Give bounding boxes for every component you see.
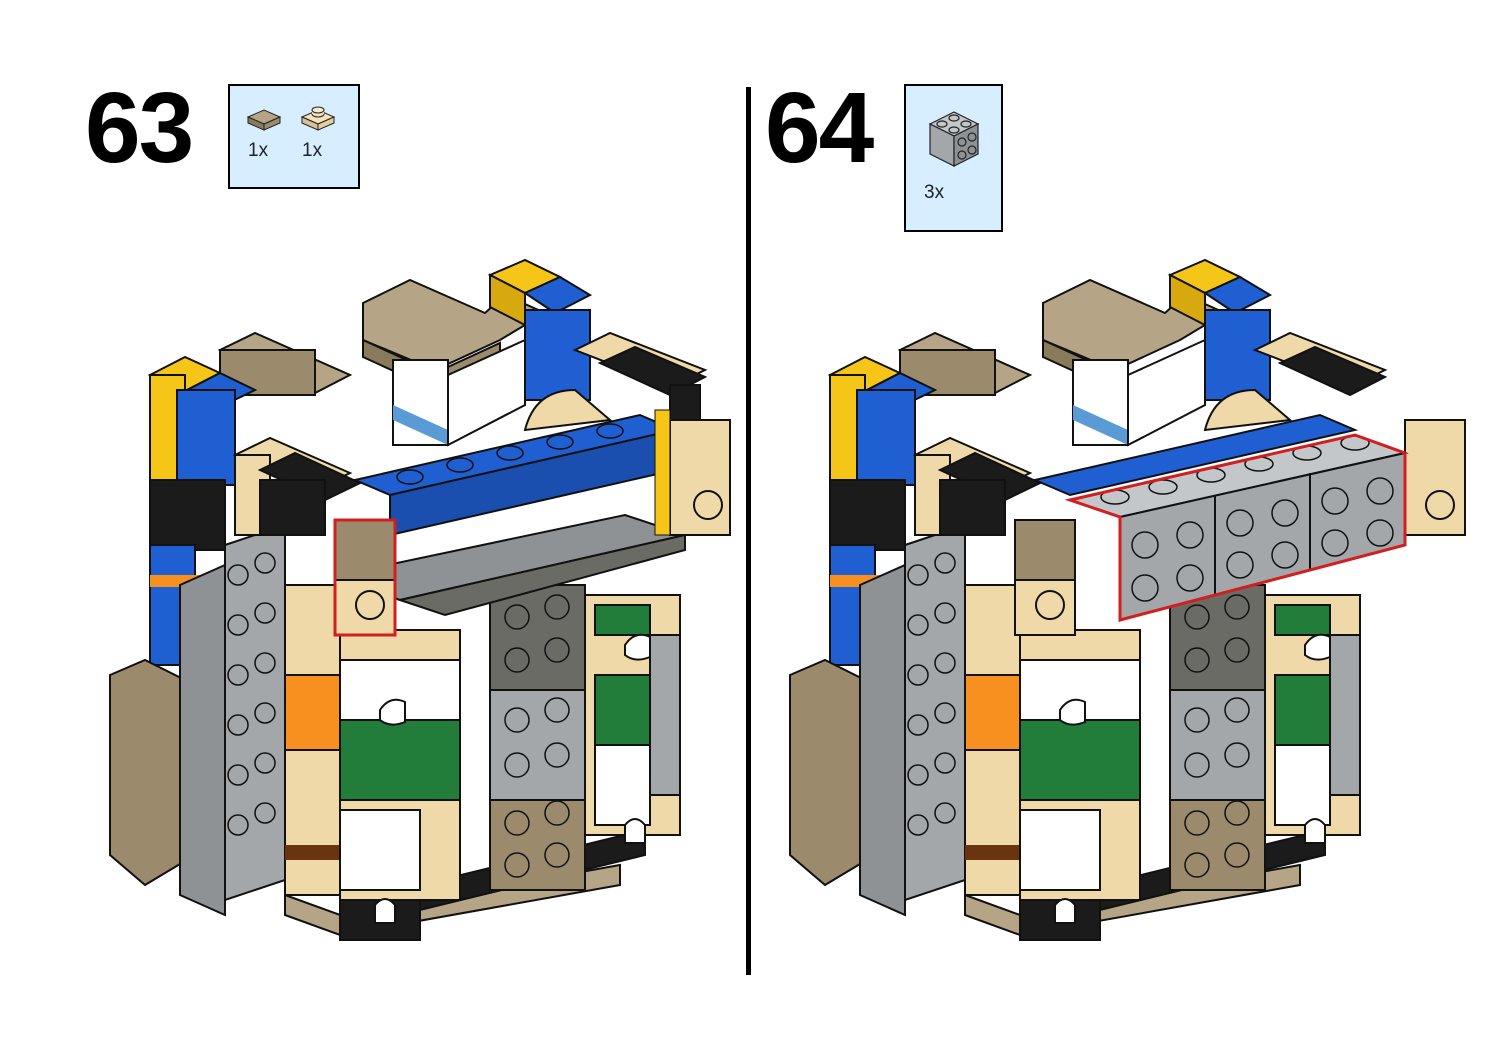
step-63-panel: 63 1x 1x [0,0,740,1061]
step-64-panel: 64 3x [760,0,1500,1061]
step-64-model-render [789,258,1466,941]
part-quantity: 1x [248,140,269,161]
step-divider [746,87,751,975]
gray-brick-2x2-icon [928,111,980,167]
step-number: 63 [85,72,194,184]
tan-plate-1x1-icon [300,106,336,131]
dark-tan-tile-1x1-icon [246,109,282,131]
parts-list-box: 1x 1x [228,84,360,189]
step-63-model-render [109,258,731,941]
part-quantity: 1x [302,140,323,161]
parts-list-box: 3x [904,84,1003,232]
part-quantity: 3x [924,182,945,203]
step-number: 64 [765,72,874,184]
